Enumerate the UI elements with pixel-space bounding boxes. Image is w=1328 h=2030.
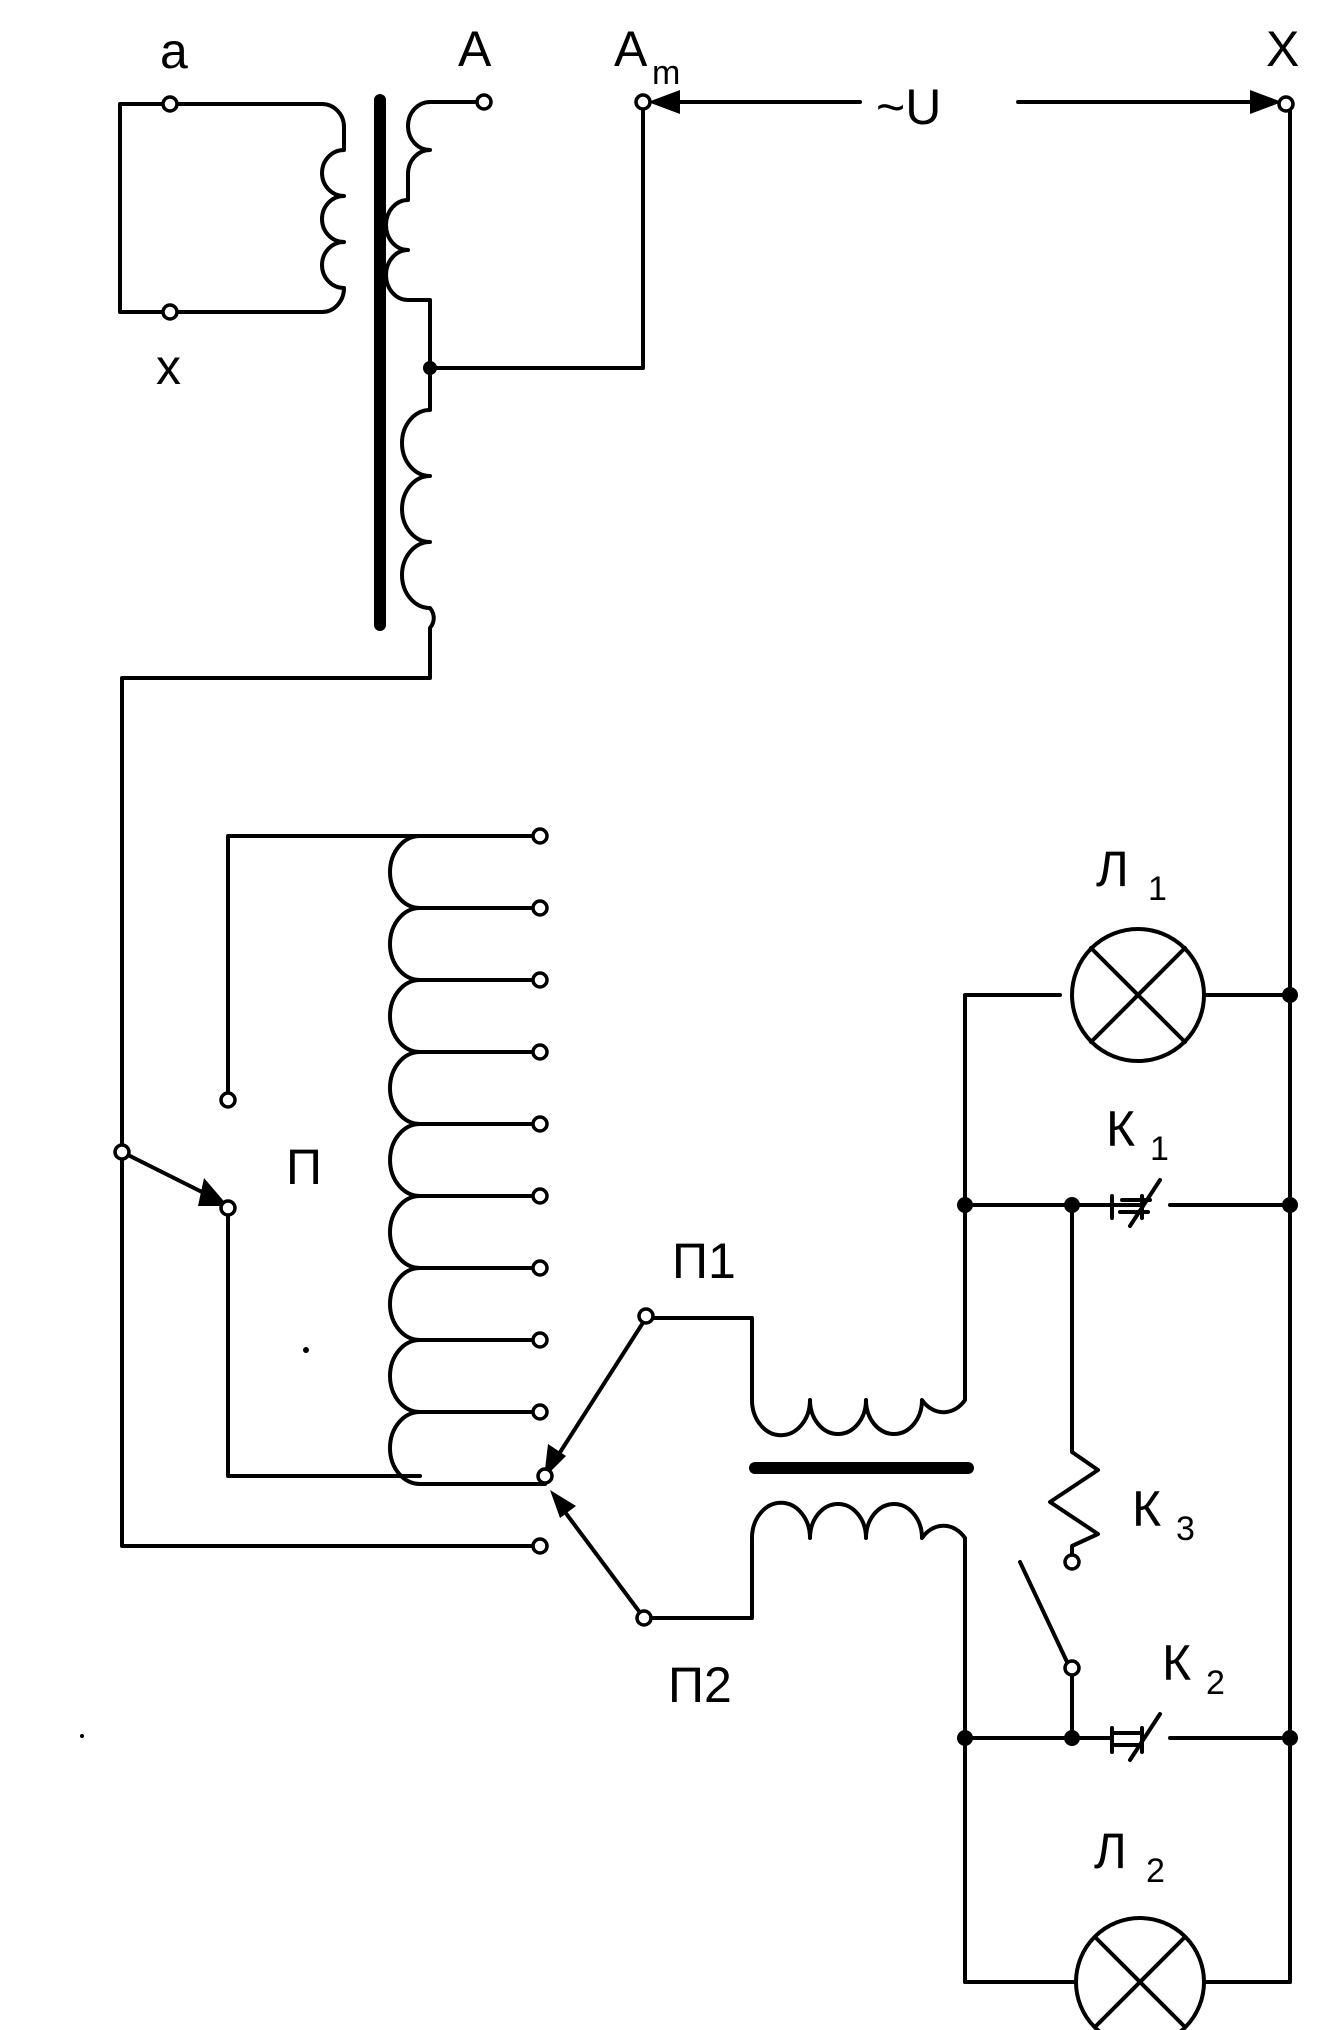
k2-blade	[1018, 1560, 1070, 1666]
terminal-x	[161, 303, 179, 321]
label-L1: Л	[1096, 841, 1129, 897]
switch-p2-blade	[554, 1498, 646, 1620]
switch-p-arrow-icon	[198, 1178, 228, 1206]
label-U: ~U	[876, 79, 941, 135]
lamp-l2-cross	[1093, 1935, 1187, 2029]
label-A: A	[458, 21, 492, 77]
junction-dot	[1064, 1730, 1080, 1746]
junction-dot	[957, 1730, 973, 1746]
junction-dot	[1064, 1197, 1080, 1213]
terminals	[113, 93, 1295, 1677]
tapped-autotransformer	[120, 834, 547, 1548]
label-K3-sub: 3	[1176, 1510, 1195, 1548]
junction-dot	[957, 1197, 973, 1213]
switch-p-pivot	[113, 1143, 131, 1161]
middle-upper-winding	[644, 993, 1062, 1438]
lamp-l1-cross	[1089, 946, 1187, 1044]
contact-k3	[1048, 1203, 1100, 1560]
tap-terminal	[531, 827, 549, 845]
bottom-feed-wire	[120, 1148, 542, 1548]
label-L2-sub: 2	[1146, 1852, 1165, 1890]
stray-dot	[80, 1734, 84, 1738]
label-K1: К	[1106, 1101, 1135, 1157]
label-K1-sub: 1	[1150, 1130, 1169, 1168]
junction-dot	[1282, 987, 1298, 1003]
switch-p-wiring	[226, 834, 422, 1478]
tap-terminal	[531, 1403, 549, 1421]
label-a: a	[160, 23, 188, 79]
switch-p-terminal	[219, 1199, 237, 1217]
junction-dot	[423, 361, 437, 375]
k2-wire	[963, 1668, 1292, 1740]
label-P2: П2	[668, 1657, 732, 1713]
labels: a x A A m X ~U П П1 П2 Л 1 К 1 К 3 К 2 Л…	[156, 21, 1299, 1890]
tap-terminal	[531, 1187, 549, 1205]
k2-contact-symbol	[1110, 1712, 1162, 1762]
k1-wire	[963, 1198, 1292, 1214]
label-Am-sub: m	[652, 54, 680, 92]
k1-contact-symbol	[1110, 1178, 1162, 1228]
tap-terminal	[531, 1331, 549, 1349]
k3-terminal	[1063, 1553, 1081, 1571]
secondary-winding-upper	[384, 100, 484, 370]
tap-terminal	[536, 1467, 554, 1485]
tap-terminal	[531, 971, 549, 989]
label-K2-sub: 2	[1206, 1664, 1225, 1702]
switch-p2-arrow-icon	[550, 1490, 576, 1518]
terminal-X	[1277, 95, 1295, 113]
tap-terminal	[531, 899, 549, 917]
switch-p2-pivot	[635, 1609, 653, 1627]
middle-lower-winding	[642, 1500, 1078, 1984]
secondary-winding-lower	[120, 366, 436, 1152]
label-L2: Л	[1094, 1823, 1127, 1879]
label-Am: A	[614, 21, 648, 77]
label-K3: К	[1132, 1481, 1161, 1537]
lamp-l2	[1074, 1916, 1292, 2030]
lamp-l1	[1070, 927, 1292, 1063]
label-x: x	[156, 339, 181, 395]
label-P1: П1	[672, 1233, 736, 1289]
switch-p1-blade	[548, 1316, 648, 1470]
terminal-A	[475, 93, 493, 111]
label-L1-sub: 1	[1148, 870, 1167, 908]
arrow-right-icon	[1250, 90, 1282, 114]
switch-p1-pivot	[637, 1307, 655, 1325]
terminal-Am	[634, 93, 652, 111]
primary-winding	[118, 102, 346, 314]
switch-p-terminal	[219, 1091, 237, 1109]
contact-k1	[963, 1178, 1292, 1228]
label-X: X	[1266, 21, 1299, 77]
voltage-indicator	[648, 90, 1282, 114]
tapped-winding	[388, 834, 547, 1486]
tap-terminal	[531, 1115, 549, 1133]
junction-dot	[1282, 1730, 1298, 1746]
junction-dot	[1282, 1197, 1298, 1213]
arrow-left-icon	[648, 90, 680, 114]
terminal-a	[161, 95, 179, 113]
middle-transformer	[544, 993, 1078, 1984]
contact-k2	[963, 1560, 1292, 1984]
label-P: П	[286, 1139, 322, 1195]
tap-terminal	[531, 1259, 549, 1277]
main-transformer	[118, 94, 645, 1152]
k2-terminal	[1063, 1659, 1081, 1677]
tap-wire-am	[428, 100, 645, 370]
stray-dot	[303, 1347, 309, 1353]
tap-terminal	[531, 1043, 549, 1061]
label-K2: К	[1162, 1635, 1191, 1691]
tap-terminal	[531, 1537, 549, 1555]
k3-wire	[1048, 1203, 1100, 1560]
tap-leads	[418, 906, 542, 1414]
lamp-l2-icon	[1074, 1916, 1206, 2030]
